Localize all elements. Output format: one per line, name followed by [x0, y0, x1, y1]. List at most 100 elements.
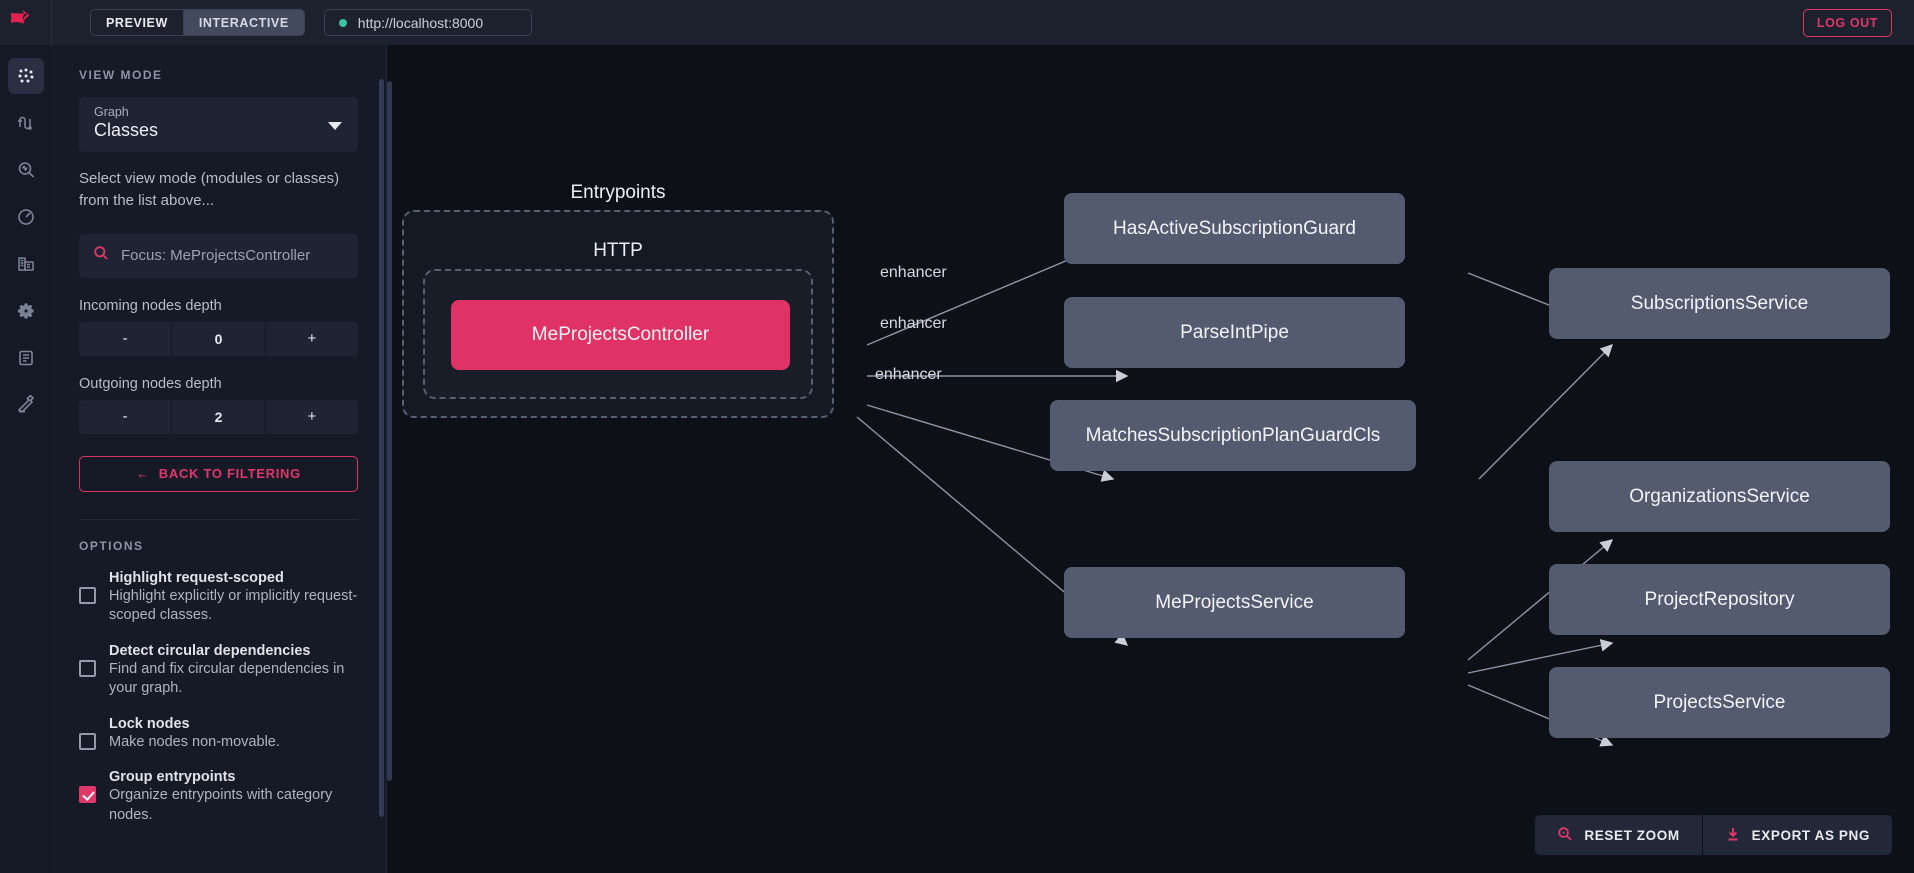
group-http-label: HTTP	[593, 240, 643, 261]
topbar-divider	[51, 0, 52, 45]
incoming-depth-label: Incoming nodes depth	[79, 297, 222, 314]
rail-item-routes[interactable]	[8, 105, 44, 141]
edge-label-enhancer-1: enhancer	[880, 264, 947, 281]
panel-scrollbar[interactable]	[379, 79, 384, 817]
graph-select[interactable]: Graph Classes	[79, 97, 358, 152]
canvas-action-bar: RESET ZOOM EXPORT AS PNG	[1535, 815, 1892, 855]
outgoing-depth-stepper: - 2 +	[79, 399, 358, 434]
checkbox-group-entrypoints[interactable]	[79, 786, 96, 804]
checkbox-lock-nodes[interactable]	[79, 732, 96, 750]
edge-label-enhancer-2: enhancer	[880, 315, 947, 332]
view-mode-segmented-control: PREVIEW INTERACTIVE	[90, 9, 305, 36]
routes-icon	[16, 113, 36, 133]
option-desc: Make nodes non-movable.	[109, 733, 280, 750]
focus-search-input[interactable]	[121, 247, 344, 264]
tab-interactive[interactable]: INTERACTIVE	[183, 10, 304, 35]
nestjs-logo-icon[interactable]	[0, 0, 51, 45]
node-organizations-service[interactable]: OrganizationsService	[1549, 461, 1890, 532]
node-project-repository[interactable]: ProjectRepository	[1549, 564, 1890, 635]
modules-icon	[16, 254, 36, 274]
rail-item-modules[interactable]	[8, 246, 44, 282]
inspect-icon	[16, 160, 36, 180]
option-lock-nodes[interactable]: Lock nodes Make nodes non-movable.	[79, 716, 358, 753]
option-title: Lock nodes	[109, 715, 190, 732]
incoming-depth-plus[interactable]: +	[265, 321, 358, 356]
logout-button[interactable]: LOG OUT	[1802, 8, 1892, 37]
option-text: Highlight request-scoped Highlight expli…	[109, 570, 358, 626]
option-highlight-request-scoped[interactable]: Highlight request-scoped Highlight expli…	[79, 570, 358, 626]
node-me-projects-service[interactable]: MeProjectsService	[1064, 567, 1405, 638]
focus-search-box[interactable]	[79, 233, 358, 278]
option-text: Detect circular dependencies Find and fi…	[109, 643, 358, 699]
checkbox-highlight-request-scoped[interactable]	[79, 586, 96, 604]
canvas-action-divider	[1701, 815, 1703, 855]
group-entrypoints-label: Entrypoints	[570, 182, 666, 203]
back-to-filtering-button[interactable]: ← BACK TO FILTERING	[79, 455, 358, 492]
url-field[interactable]: http://localhost:8000	[323, 9, 532, 36]
export-png-label: EXPORT AS PNG	[1751, 827, 1870, 843]
option-group-entrypoints[interactable]: Group entrypoints Organize entrypoints w…	[79, 769, 358, 825]
gear-icon	[16, 301, 36, 321]
node-projects-service[interactable]: ProjectsService	[1549, 667, 1890, 738]
panel-divider	[79, 518, 358, 520]
download-icon	[1725, 826, 1741, 845]
outgoing-depth-plus[interactable]: +	[265, 399, 358, 434]
incoming-depth-value: 0	[171, 321, 266, 356]
checkbox-detect-circular-dependencies[interactable]	[79, 659, 96, 677]
graph-icon	[16, 66, 36, 86]
tools-icon	[16, 395, 36, 415]
outgoing-depth-minus[interactable]: -	[79, 399, 172, 434]
incoming-depth-minus[interactable]: -	[79, 321, 172, 356]
option-title: Detect circular dependencies	[109, 642, 311, 659]
graph-canvas[interactable]: Entrypoints HTTP MeProjectsController Ha…	[387, 45, 1914, 873]
canvas-scrollbar[interactable]	[387, 81, 392, 781]
reset-zoom-label: RESET ZOOM	[1584, 827, 1680, 843]
app-body: VIEW MODE Graph Classes Select view mode…	[0, 45, 1914, 873]
outgoing-depth-value: 2	[171, 399, 266, 434]
option-title: Group entrypoints	[109, 769, 236, 786]
node-has-active-subscription-guard[interactable]: HasActiveSubscriptionGuard	[1064, 193, 1405, 264]
reset-zoom-button[interactable]: RESET ZOOM	[1535, 815, 1701, 855]
option-desc: Organize entrypoints with category nodes…	[109, 787, 333, 823]
left-panel: VIEW MODE Graph Classes Select view mode…	[51, 45, 387, 873]
rail-item-inspect[interactable]	[8, 152, 44, 188]
segment-divider	[182, 10, 184, 35]
node-me-projects-controller[interactable]: MeProjectsController	[451, 300, 790, 370]
search-icon	[93, 245, 109, 266]
arrow-left-icon: ←	[136, 466, 150, 481]
view-mode-help-text: Select view mode (modules or classes) fr…	[79, 170, 340, 209]
rail-item-performance[interactable]	[8, 199, 44, 235]
top-bar: PREVIEW INTERACTIVE http://localhost:800…	[0, 0, 1914, 45]
option-desc: Highlight explicitly or implicitly reque…	[109, 587, 358, 624]
option-title: Highlight request-scoped	[109, 569, 284, 586]
export-png-button[interactable]: EXPORT AS PNG	[1703, 815, 1892, 855]
chevron-down-icon[interactable]	[328, 122, 342, 130]
rail-item-logs[interactable]	[8, 340, 44, 376]
rail-item-graph[interactable]	[7, 58, 44, 94]
node-matches-subscription-plan-guard-cls[interactable]: MatchesSubscriptionPlanGuardCls	[1050, 400, 1416, 471]
rail-item-settings[interactable]	[8, 293, 44, 329]
topbar-content: PREVIEW INTERACTIVE http://localhost:800…	[52, 0, 1914, 45]
option-text: Group entrypoints Organize entrypoints w…	[109, 769, 358, 825]
icon-rail	[0, 45, 51, 873]
url-text: http://localhost:8000	[357, 14, 484, 31]
graph-select-label: Graph	[94, 105, 129, 119]
options-heading: OPTIONS	[79, 538, 144, 553]
node-parse-int-pipe[interactable]: ParseIntPipe	[1064, 297, 1405, 368]
option-desc: Find and fix circular dependencies in yo…	[109, 660, 345, 697]
edge-label-enhancer-3: enhancer	[875, 366, 942, 383]
option-detect-circular-dependencies[interactable]: Detect circular dependencies Find and fi…	[79, 643, 358, 699]
outgoing-depth-label: Outgoing nodes depth	[79, 375, 222, 392]
back-to-filtering-label: BACK TO FILTERING	[158, 466, 301, 481]
panel-inner: VIEW MODE Graph Classes Select view mode…	[51, 68, 386, 873]
graph-select-value: Classes	[94, 120, 159, 140]
view-mode-heading: VIEW MODE	[79, 68, 163, 82]
node-subscriptions-service[interactable]: SubscriptionsService	[1549, 268, 1890, 339]
tab-preview[interactable]: PREVIEW	[91, 10, 183, 35]
option-text: Lock nodes Make nodes non-movable.	[109, 716, 358, 753]
rail-item-tools[interactable]	[8, 387, 44, 423]
incoming-depth-stepper: - 0 +	[79, 321, 358, 356]
logs-icon	[16, 348, 36, 368]
connection-status-dot	[338, 18, 347, 27]
